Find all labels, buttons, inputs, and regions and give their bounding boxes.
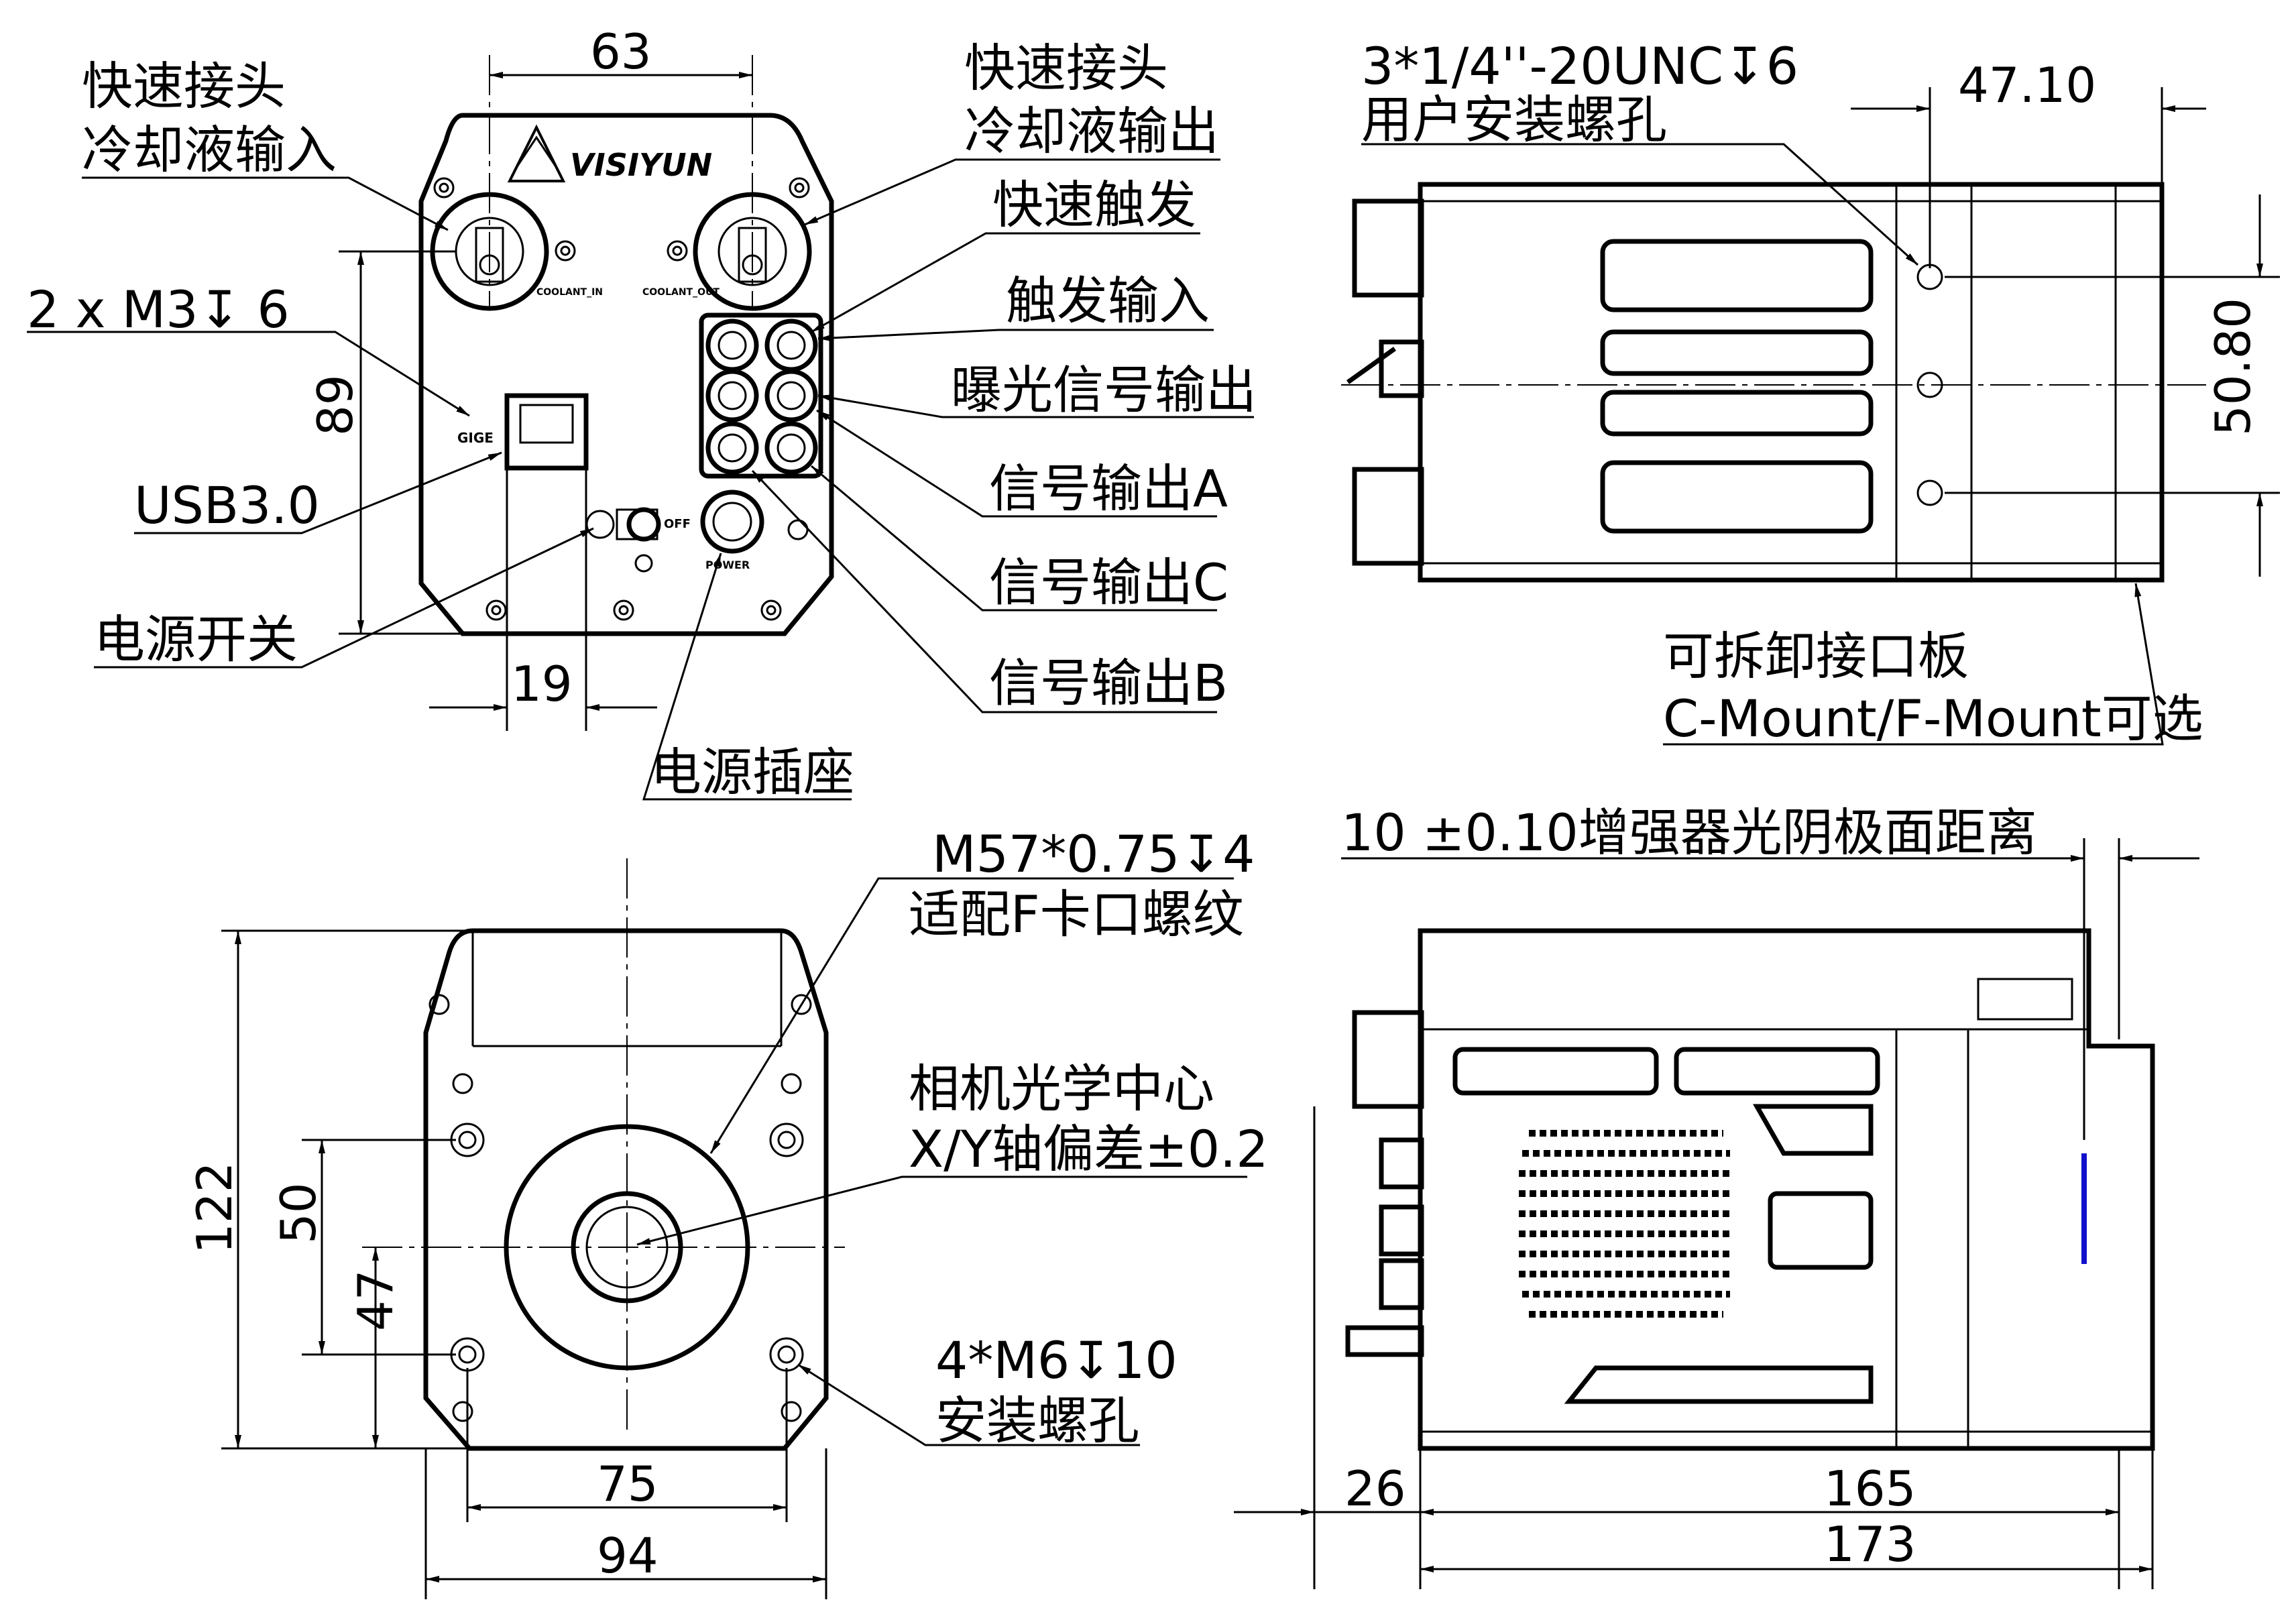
side-body-outline xyxy=(1418,928,2155,1451)
callout-screw-holes: 2 x M3↧ 6 xyxy=(27,280,290,339)
coolant-out-connector-icon xyxy=(693,192,812,311)
rear-connector-icons xyxy=(1352,198,1424,566)
front-body-outline xyxy=(418,113,834,636)
leader-line xyxy=(709,877,1234,1154)
leader-line xyxy=(636,1175,1247,1246)
leader-line xyxy=(804,158,1220,226)
leader-line xyxy=(1663,583,2164,746)
callout-thread-2: 适配F卡口螺纹 xyxy=(909,884,1244,944)
callout-interface-plate-2: C-Mount/F-Mount可选 xyxy=(1663,689,2203,748)
callout-optical-center-1: 相机光学中心 xyxy=(909,1059,1214,1118)
callout-mount-holes-1: 4*M6↧10 xyxy=(935,1330,1178,1390)
coolant-in-panel-label: COOLANT_IN xyxy=(536,287,603,298)
screw-hole-icons xyxy=(433,177,810,621)
callout-trigger-in: 触发输入 xyxy=(1006,271,1210,331)
dim-50: 50 xyxy=(270,1182,327,1244)
leader-line xyxy=(817,394,1254,418)
mount-hole-icons xyxy=(428,994,812,1422)
leader-line xyxy=(817,329,1214,342)
callout-coolant-in-1: 快速接头 xyxy=(82,56,286,116)
leader-line xyxy=(1361,143,1919,266)
leader-line xyxy=(797,1363,1140,1446)
rear-connector-icons xyxy=(1345,1010,1424,1357)
dim-47-10: 47.10 xyxy=(1958,57,2096,113)
bottom-body-outline xyxy=(423,928,829,1451)
power-switch-icon xyxy=(585,507,661,573)
callout-mount-holes-1: 3*1/4''-20UNC↧6 xyxy=(1361,36,1798,96)
top-view: 47.10 50.80 3*1/4''-20UNC↧6 用户安装螺孔 可拆卸接口… xyxy=(1341,36,2280,748)
dim-50-80: 50.80 xyxy=(2205,298,2261,436)
leader-line xyxy=(811,232,1200,333)
power-socket-icon xyxy=(700,490,809,554)
bnc-connector-icons xyxy=(705,319,818,475)
dim-89: 89 xyxy=(307,374,363,436)
bottom-view: 122 50 47 75 94 M57*0.75↧4 适配F卡口螺纹 相机光学中… xyxy=(186,824,1269,1599)
off-panel-label: OFF xyxy=(664,517,691,531)
dim-26: 26 xyxy=(1344,1460,1406,1517)
callout-interface-plate-1: 可拆卸接口板 xyxy=(1663,626,1969,686)
dim-94: 94 xyxy=(597,1528,658,1584)
callout-power-switch: 电源开关 xyxy=(94,610,298,669)
leader-line xyxy=(816,409,1217,518)
brand-text: VISIYUN xyxy=(570,147,712,183)
power-panel-label: POWER xyxy=(705,559,750,571)
dim-75: 75 xyxy=(597,1456,658,1512)
switch-lever xyxy=(1346,347,1397,384)
coolant-out-panel-label: COOLANT_OUT xyxy=(642,287,720,298)
callout-power-socket: 电源插座 xyxy=(650,742,854,802)
brand-logo: VISIYUN xyxy=(507,124,712,183)
callout-mount-holes-2: 安装螺孔 xyxy=(935,1391,1139,1450)
leader-line xyxy=(94,527,594,669)
leader-line xyxy=(27,331,470,417)
leader-line xyxy=(751,469,1217,713)
leader-line xyxy=(642,553,852,801)
dim-19: 19 xyxy=(511,656,573,712)
callout-coolant-out-1: 快速接头 xyxy=(964,38,1168,98)
callout-exposure-out: 曝光信号输出 xyxy=(951,360,1257,420)
front-view: VISIYUN COOLANT_IN COOLANT_OUT xyxy=(27,23,1257,802)
callout-thread-1: M57*0.75↧4 xyxy=(932,824,1255,884)
callout-flange-distance: 10 ±0.10增强器光阴极面距离 xyxy=(1341,803,2037,862)
dim-173: 173 xyxy=(1824,1516,1916,1572)
callout-optical-center-2: X/Y轴偏差±0.2 xyxy=(909,1119,1269,1179)
side-view: 10 ±0.10增强器光阴极面距离 26 165 173 xyxy=(1234,803,2199,1589)
callout-signal-b: 信号输出B xyxy=(989,653,1228,713)
dim-47: 47 xyxy=(347,1269,404,1331)
leader-line xyxy=(811,465,1217,612)
vent-grid xyxy=(1519,1130,1733,1318)
gige-panel-label: GIGE xyxy=(457,430,494,446)
leader-line xyxy=(82,176,449,231)
dim-165: 165 xyxy=(1824,1460,1916,1517)
vent-slots xyxy=(1452,1047,1880,1404)
callout-fast-trigger: 快速触发 xyxy=(992,175,1196,235)
vent-slots xyxy=(1600,239,1874,534)
gige-port-icon xyxy=(504,393,589,471)
callout-mount-holes-2: 用户安装螺孔 xyxy=(1361,90,1667,150)
dim-63: 63 xyxy=(590,23,652,80)
callout-signal-a: 信号输出A xyxy=(989,459,1228,518)
dim-122: 122 xyxy=(186,1162,243,1254)
callout-coolant-out-2: 冷却液输出 xyxy=(964,101,1219,161)
callout-coolant-in-2: 冷却液输入 xyxy=(82,120,337,180)
callout-usb: USB3.0 xyxy=(134,475,320,535)
callout-signal-c: 信号输出C xyxy=(989,553,1228,612)
leader-line xyxy=(134,451,502,534)
